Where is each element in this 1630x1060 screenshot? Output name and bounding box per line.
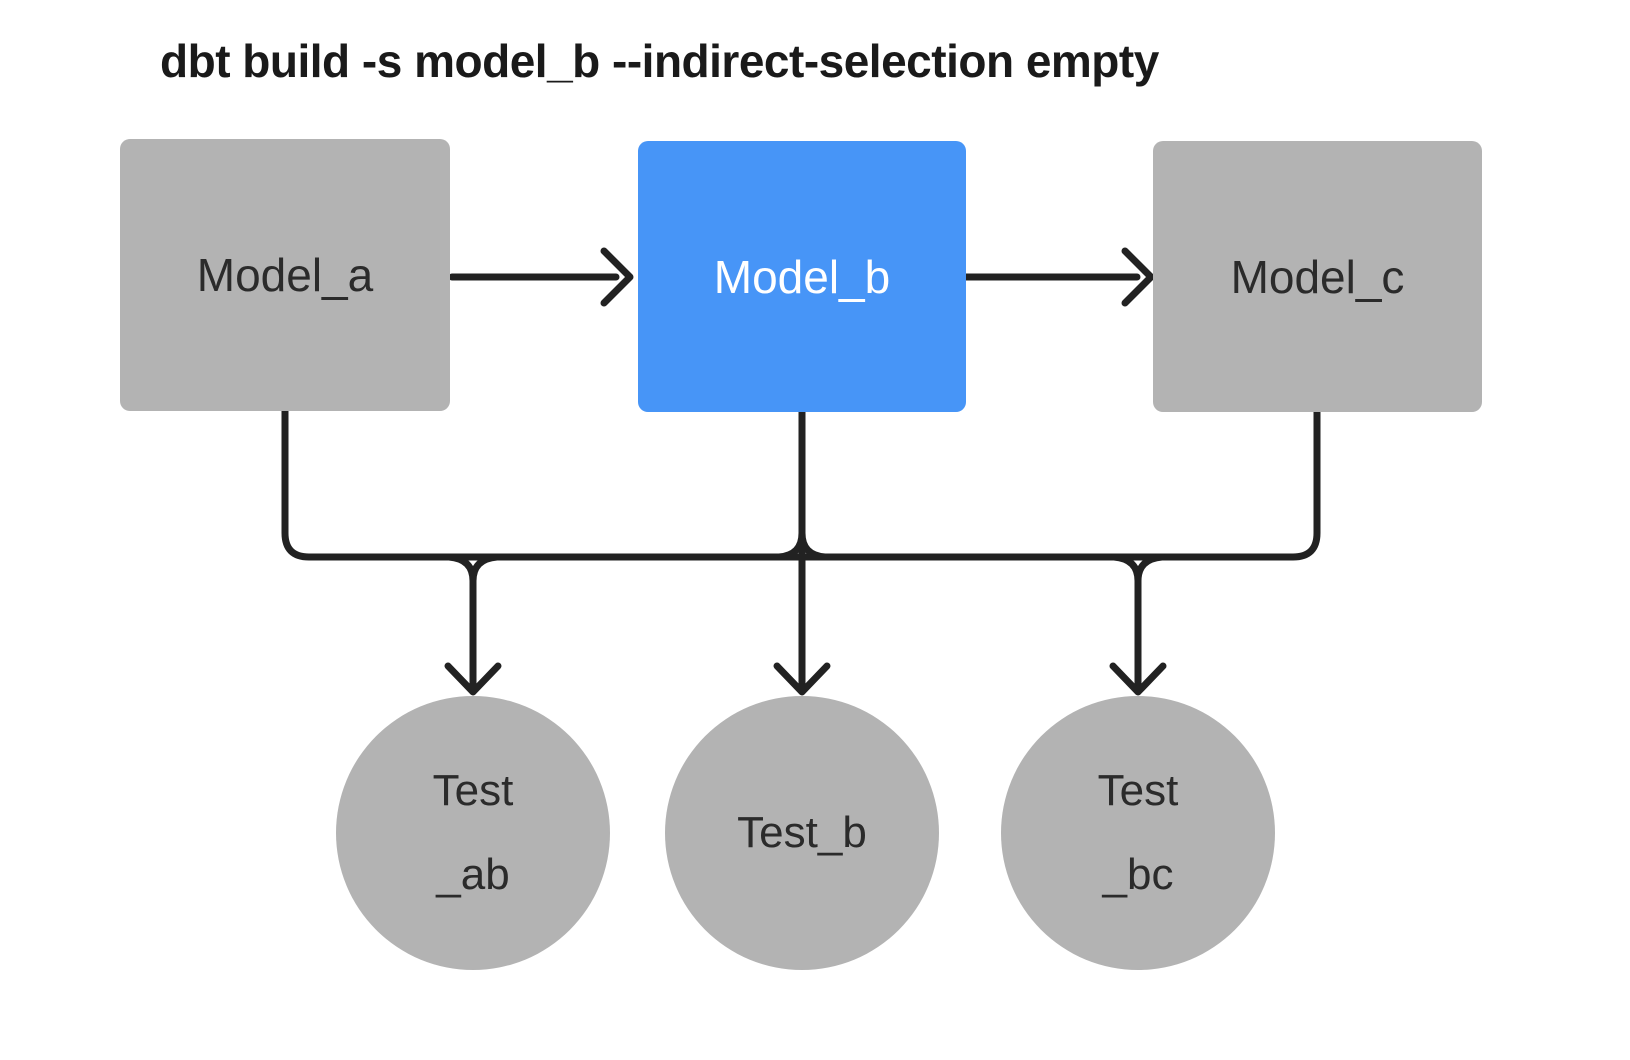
node-model-a-label: Model_a xyxy=(196,249,374,301)
node-model-c-label: Model_c xyxy=(1230,250,1405,303)
arrowhead-test-ab xyxy=(444,662,502,696)
arrowhead-model-c xyxy=(1121,247,1155,307)
bus-peak-join xyxy=(775,529,829,561)
node-model-c: Model_c xyxy=(1153,141,1482,412)
node-test-ab-label-line2: _ab xyxy=(436,850,510,899)
arrowhead-model-b xyxy=(600,247,634,307)
node-model-a: Model_a xyxy=(120,139,450,411)
arrowhead-test-b xyxy=(773,662,831,696)
command-title: dbt build -s model_b --indirect-selectio… xyxy=(160,35,1159,87)
arrowhead-test-bc xyxy=(1109,662,1167,696)
node-test-b: Test_b xyxy=(665,696,939,970)
node-test-ab-label-line1: Test xyxy=(432,766,514,815)
node-test-bc-label-line2: _bc xyxy=(1102,850,1174,899)
node-model-b-label: Model_b xyxy=(713,250,891,303)
node-test-b-label-line1: Test_b xyxy=(737,808,867,857)
node-test-bc: Test _bc xyxy=(1001,696,1275,970)
node-test-bc-label-line1: Test xyxy=(1097,766,1179,815)
node-test-ab: Test _ab xyxy=(336,696,610,970)
node-model-b: Model_b xyxy=(638,141,966,412)
